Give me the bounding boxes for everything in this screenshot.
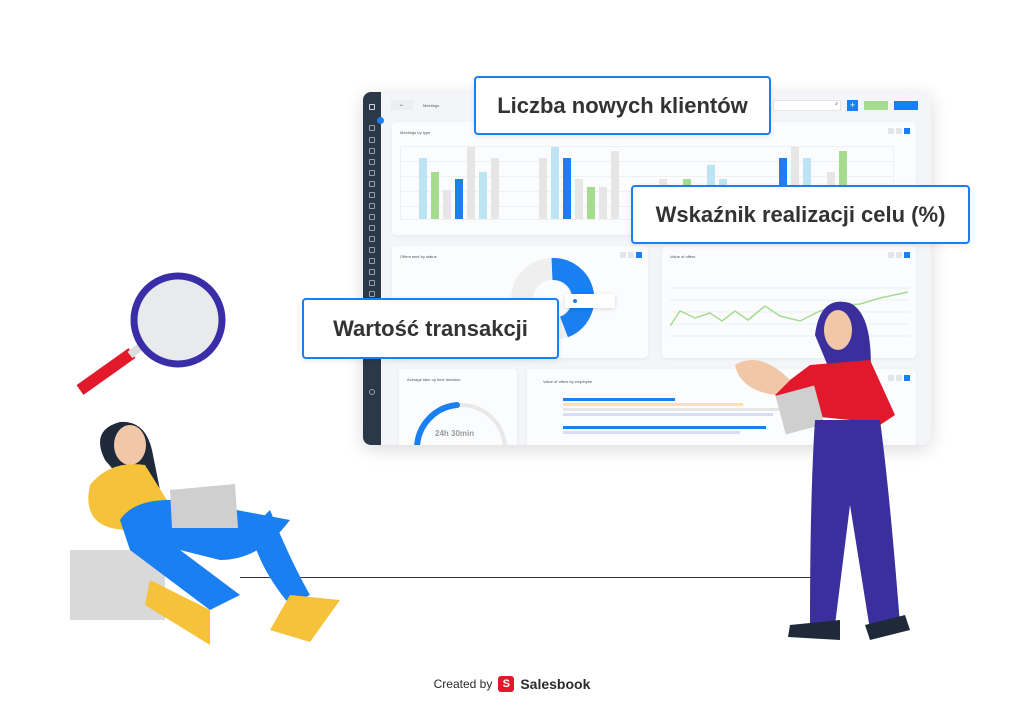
view-toggle[interactable] [888,375,910,381]
panel-title: Value of offers by employee [543,379,593,384]
nav-icon[interactable] [369,125,375,131]
settings-icon[interactable] [369,389,375,395]
view-toggle[interactable] [888,128,910,134]
chart-bar [539,157,547,219]
employee-bar [563,403,743,406]
panel-title: Meetings by type [400,130,431,135]
add-button[interactable]: + [847,100,858,111]
panel-title: Value of offers [670,254,696,259]
chart-bar [431,172,439,219]
employee-bar [563,431,740,434]
value-of-offers-panel: Value of offers [662,246,916,358]
employee-bar [563,413,773,416]
created-by-label: Created by [433,677,493,691]
nav-icon[interactable] [369,280,375,286]
floor-line [240,577,820,578]
average-takeup-panel: Average take up time decision 24h 30min [399,369,517,445]
chart-bar [587,186,595,219]
chart-bar [455,179,463,219]
employee-bar [563,408,793,411]
magnifier-illustration [76,272,226,395]
nav-icon[interactable] [369,247,375,253]
chart-bar [575,179,583,219]
gauge-value: 24h 30min [435,429,475,438]
line-chart [670,287,910,337]
panel-title: Offers sent by status [400,254,437,259]
donut-tooltip [565,294,615,308]
nav-icon[interactable] [369,148,375,154]
nav-icon[interactable] [369,269,375,275]
chart-bar [563,157,571,219]
green-button[interactable] [864,101,888,110]
employee-bar [563,398,675,401]
logo-icon [369,104,375,110]
chart-bar [839,150,847,219]
sidebar [363,92,381,445]
nav-icon[interactable] [369,203,375,209]
chart-bar [443,190,451,219]
nav-icon[interactable] [369,214,375,220]
panel-title: Average take up time decision [407,377,461,382]
nav-icon[interactable] [369,159,375,165]
nav-icon[interactable] [369,291,375,297]
chart-bar [791,147,799,219]
chart-bar [551,147,559,219]
sitting-woman-illustration [70,421,340,645]
nav-icon[interactable] [369,181,375,187]
chart-bar [467,147,475,219]
nav-icon[interactable] [369,137,375,143]
nav-icon[interactable] [369,225,375,231]
callout-goal-rate: Wskaźnik realizacji celu (%) [631,185,970,244]
nav-icon[interactable] [369,192,375,198]
callout-transaction-value: Wartość transakcji [302,298,559,359]
chart-bar [419,157,427,219]
standing-woman-illustration [735,301,910,640]
header-title: Meetings [423,103,440,108]
chart-bar [479,172,487,219]
sidebar-toggle[interactable] [377,117,384,124]
chart-bar [599,186,607,219]
search-input[interactable]: ⌕ [773,100,841,111]
callout-new-clients: Liczba nowych klientów [474,76,771,135]
chart-bar [611,150,619,219]
footer: Created by S Salesbook [0,676,1024,692]
nav-icon[interactable] [369,236,375,242]
employee-bar [563,426,766,429]
view-toggle[interactable] [620,252,642,258]
back-button[interactable]: ← [391,100,413,110]
nav-icon[interactable] [369,170,375,176]
nav-icon[interactable] [369,258,375,264]
blue-button[interactable] [894,101,918,110]
salesbook-logo-icon: S [498,676,515,692]
brand-name: Salesbook [520,676,591,692]
gauge [414,402,507,445]
view-toggle[interactable] [888,252,910,258]
chart-bar [491,157,499,219]
